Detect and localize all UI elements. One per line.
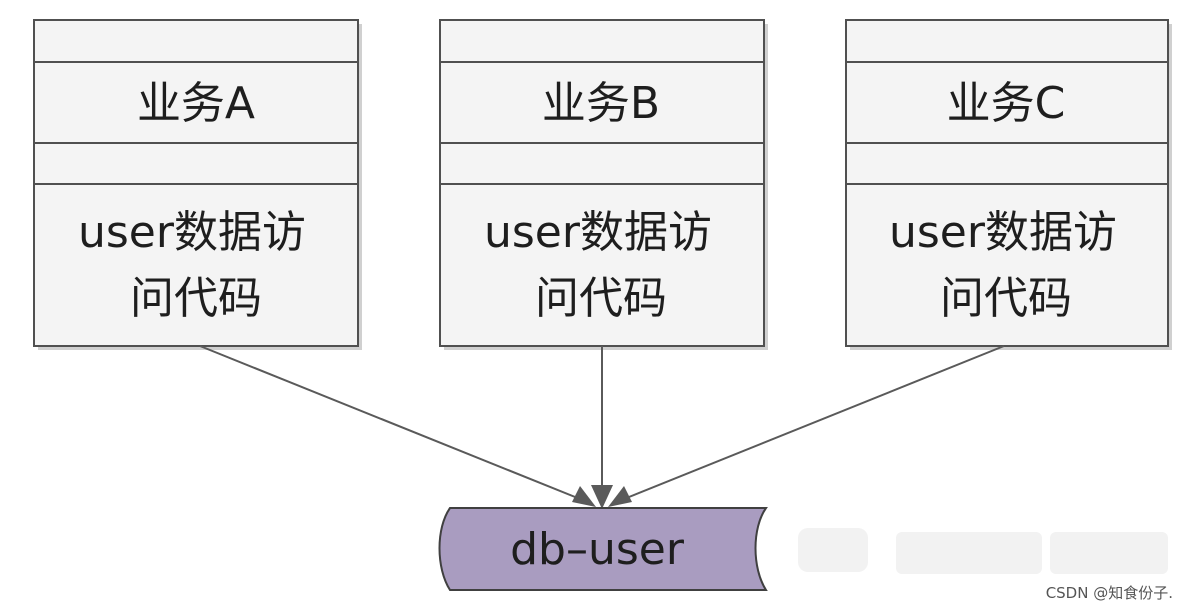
connector-c-to-db [613, 345, 1005, 504]
database-label: db–user [510, 524, 685, 575]
arrowhead-c-icon [608, 486, 632, 507]
module-title-a: 业务A [137, 78, 255, 129]
module-body-line1-b: user数据访 [484, 207, 712, 258]
arrowhead-b-icon [591, 485, 613, 509]
module-title-c: 业务C [947, 78, 1066, 129]
module-box-c: 业务C user数据访 问代码 [845, 19, 1172, 350]
module-body-line1-c: user数据访 [889, 207, 1117, 258]
module-box-b: 业务B user数据访 问代码 [439, 19, 768, 350]
module-box-a: 业务A user数据访 问代码 [33, 19, 362, 350]
connector-a-to-db [199, 345, 591, 504]
arrowhead-a-icon [572, 486, 596, 507]
module-body-line2-b: 问代码 [535, 273, 667, 324]
csdn-watermark: CSDN @知食份子. [1045, 584, 1173, 602]
module-body-line2-c: 问代码 [940, 273, 1072, 324]
database-shape [438, 507, 768, 591]
module-body-line2-a: 问代码 [130, 273, 262, 324]
blurred-watermark-area [798, 528, 1168, 574]
module-title-b: 业务B [542, 78, 660, 129]
module-body-line1-a: user数据访 [78, 207, 306, 258]
